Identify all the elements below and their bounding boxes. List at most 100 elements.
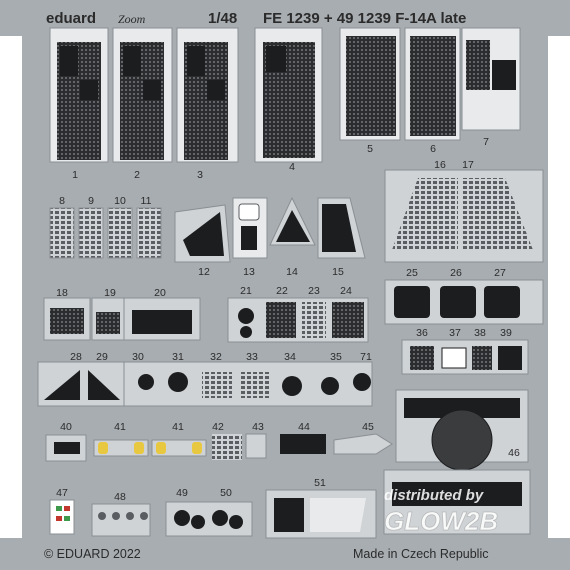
part-44 (280, 434, 326, 454)
part-number: 51 (314, 477, 326, 489)
part-number: 17 (462, 159, 474, 171)
part-number: 18 (56, 287, 68, 299)
part-number: 12 (198, 266, 210, 278)
part-number: 25 (406, 267, 418, 279)
kit-title: FE 1239 + 49 1239 F-14A late (263, 10, 466, 27)
part-number: 15 (332, 266, 344, 278)
part-number: 9 (88, 195, 94, 207)
part-5 (339, 27, 401, 141)
part-number: 2 (134, 169, 140, 181)
watermark-line1: distributed by (384, 487, 484, 504)
part-number: 3 (197, 169, 203, 181)
zoom-logo: Zoom (118, 12, 146, 26)
part-number: 34 (284, 351, 296, 363)
part-19 (91, 297, 125, 341)
part-number: 19 (104, 287, 116, 299)
part-51 (265, 489, 377, 539)
part-45 (333, 433, 393, 455)
part-number: 47 (56, 487, 68, 499)
part-7 (461, 27, 521, 131)
part-number: 21 (240, 285, 252, 297)
part-number: 4 (289, 161, 295, 173)
part-40 (45, 434, 87, 462)
part-number: 36 (416, 327, 428, 339)
scale-label: 1/48 (208, 10, 237, 27)
part-number: 20 (154, 287, 166, 299)
part-14 (269, 196, 316, 246)
part-number: 5 (367, 143, 373, 155)
part-18 (43, 297, 91, 341)
origin-label: Made in Czech Republic (353, 547, 489, 561)
part-number: 26 (450, 267, 462, 279)
part-42 (212, 434, 242, 460)
part-number: 35 (330, 351, 342, 363)
part-46-frame (395, 389, 529, 471)
part-number: 41 (172, 421, 184, 433)
part-8 (49, 207, 75, 259)
part-number: 23 (308, 285, 320, 297)
copyright: © EDUARD 2022 (44, 547, 141, 561)
part-25-27 (384, 279, 544, 325)
part-21-24 (227, 297, 369, 343)
part-number: 29 (96, 351, 108, 363)
part-41b (151, 439, 207, 457)
part-number: 22 (276, 285, 288, 297)
part-28-29 (37, 361, 125, 407)
part-number: 48 (114, 491, 126, 503)
part-number: 31 (172, 351, 184, 363)
part-number: 44 (298, 421, 310, 433)
part-47 (49, 499, 75, 535)
part-number: 6 (430, 143, 436, 155)
part-number: 32 (210, 351, 222, 363)
part-10 (107, 207, 133, 259)
part-49-50 (165, 501, 253, 537)
part-number: 1 (72, 169, 78, 181)
part-15 (317, 197, 366, 259)
part-number: 10 (114, 195, 126, 207)
part-6 (404, 27, 461, 141)
part-number: 43 (252, 421, 264, 433)
part-number: 8 (59, 195, 65, 207)
brand-logo: eduard (46, 10, 96, 27)
part-number: 38 (474, 327, 486, 339)
part-43 (245, 433, 267, 459)
part-number: 41 (114, 421, 126, 433)
part-number: 27 (494, 267, 506, 279)
part-36-39 (401, 339, 529, 375)
part-number: 71 (360, 351, 372, 363)
part-number: 46 (508, 447, 520, 459)
part-number: 16 (434, 159, 446, 171)
part-number: 24 (340, 285, 352, 297)
part-4 (254, 27, 323, 163)
part-number: 11 (141, 195, 152, 207)
part-3 (176, 27, 239, 163)
part-number-labels: 1 2 3 4 5 6 7 8 9 10 11 12 13 14 15 16 1… (56, 136, 520, 503)
watermark-line2: GLOW2B (384, 506, 498, 536)
part-number: 37 (449, 327, 461, 339)
part-number: 50 (220, 487, 232, 499)
part-13 (232, 197, 268, 259)
part-number: 28 (70, 351, 82, 363)
part-number: 33 (246, 351, 258, 363)
part-number: 14 (286, 266, 298, 278)
part-number: 40 (60, 421, 72, 433)
part-12 (174, 204, 231, 263)
part-1 (49, 27, 109, 163)
part-number: 39 (500, 327, 512, 339)
part-2 (112, 27, 173, 163)
part-9 (78, 207, 104, 259)
part-16-17 (384, 169, 544, 263)
part-46 (383, 469, 531, 535)
part-number: 13 (243, 266, 255, 278)
part-number: 49 (176, 487, 188, 499)
part-11 (136, 207, 162, 259)
part-20 (123, 297, 201, 341)
part-number: 42 (212, 421, 224, 433)
part-41a (93, 439, 149, 457)
part-number: 7 (483, 136, 489, 148)
part-number: 30 (132, 351, 144, 363)
part-48 (91, 503, 151, 537)
part-30-35 (123, 361, 373, 407)
part-number: 45 (362, 421, 374, 433)
